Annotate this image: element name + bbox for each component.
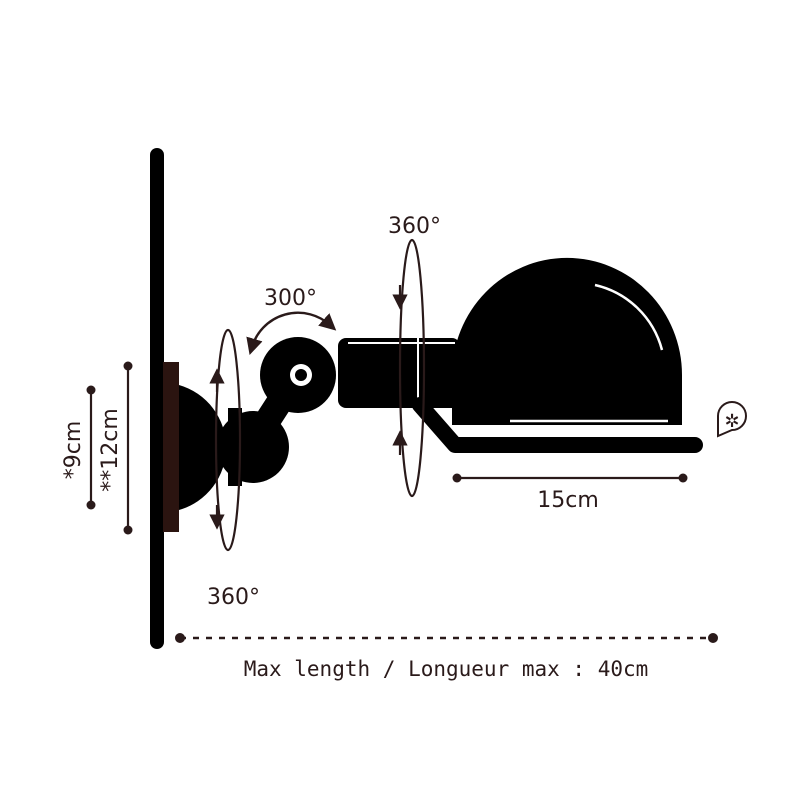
dim-9-end-bottom — [86, 500, 96, 510]
shade-highlight — [594, 283, 664, 351]
dim-12-end-top — [123, 361, 133, 371]
elbow-pivot-hole — [295, 369, 307, 381]
lamp-shade — [452, 257, 683, 425]
dim-9-label: *9cm — [61, 421, 86, 480]
dim-12-end-bottom — [123, 525, 133, 535]
base-dome — [179, 385, 227, 510]
max-length-label: Max length / Longueur max : 40cm — [244, 657, 649, 681]
max-length-end-left — [175, 633, 185, 643]
wall-plate — [163, 362, 179, 532]
rotation-label-top: 360° — [388, 214, 441, 239]
base-rotation-ellipse — [214, 328, 242, 552]
arm-rotation-ellipse — [398, 238, 426, 498]
dim-9-end-top — [86, 385, 96, 395]
shade-bracket — [412, 397, 703, 453]
max-length-end-right — [708, 633, 718, 643]
asterisk-drop-icon: ✲ — [717, 401, 747, 438]
dim-12-label: **12cm — [98, 408, 123, 492]
svg-text:✲: ✲ — [724, 411, 739, 432]
dim-15-end-right — [678, 473, 688, 483]
dim-15-end-left — [452, 473, 462, 483]
rotation-label-bottom: 360° — [207, 585, 260, 610]
dim-15-label: 15cm — [537, 488, 599, 513]
base-collar — [228, 408, 242, 486]
elbow-rotation-arc — [246, 311, 337, 356]
rotation-label-elbow: 300° — [264, 286, 317, 311]
